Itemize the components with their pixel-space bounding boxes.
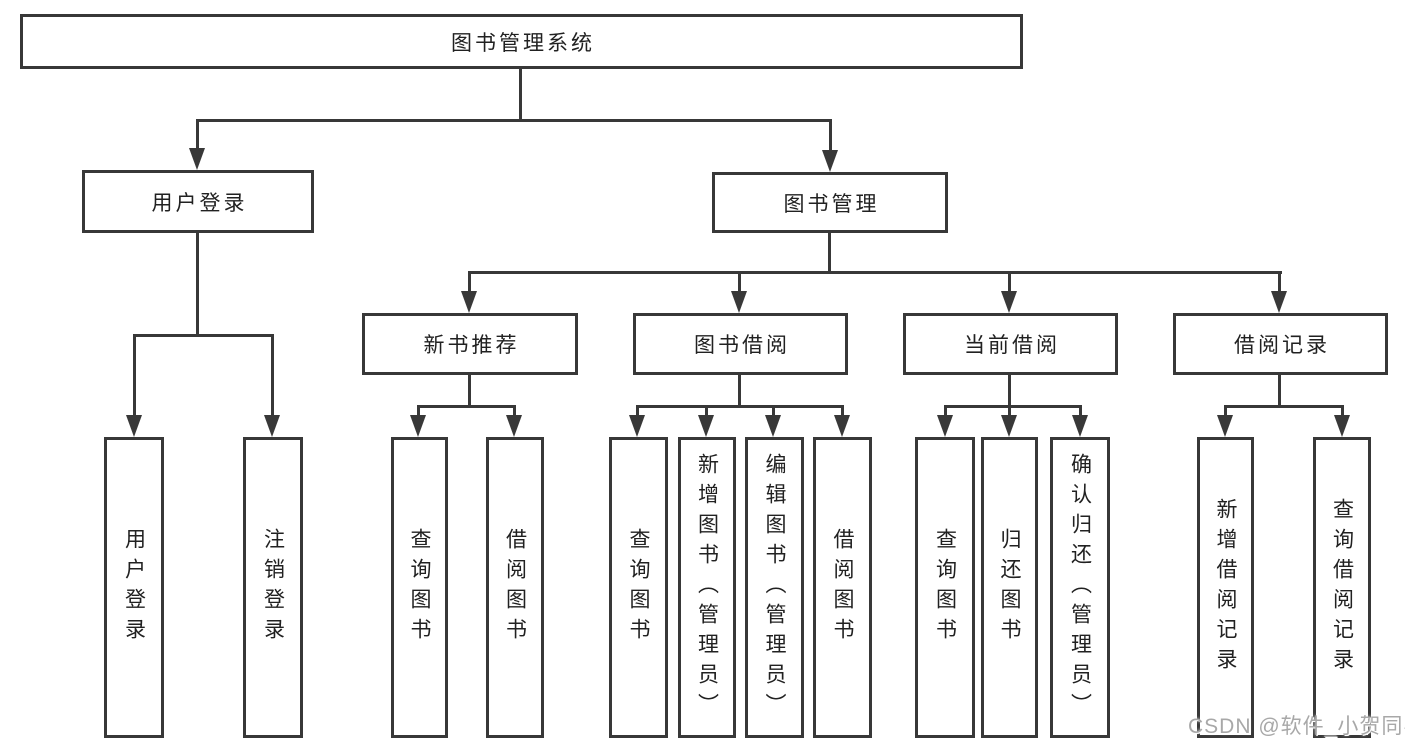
leaf-add-borrow-record: 新增借阅记录 xyxy=(1197,437,1254,738)
arrow-down-icon xyxy=(1271,291,1287,313)
connector-hline xyxy=(1224,405,1344,408)
connector-hline xyxy=(944,405,1082,408)
connector-vline xyxy=(1079,405,1082,417)
leaf-label: 新增图书（管理员） xyxy=(695,452,719,723)
connector-vline xyxy=(1224,405,1227,417)
leaf-label: 查询图书 xyxy=(627,527,650,648)
connector-vline xyxy=(196,233,199,337)
leaf-confirm-return-admin: 确认归还（管理员） xyxy=(1050,437,1110,738)
leaf-query-books: 查询图书 xyxy=(915,437,975,738)
leaf-label: 查询图书 xyxy=(408,527,431,648)
leaf-borrow-books: 借阅图书 xyxy=(813,437,872,738)
node-borrow-records: 借阅记录 xyxy=(1173,313,1388,375)
connector-hline xyxy=(196,119,832,122)
connector-vline xyxy=(519,69,522,121)
arrow-down-icon xyxy=(629,415,645,437)
leaf-label: 查询借阅记录 xyxy=(1330,497,1354,678)
connector-vline xyxy=(738,271,741,293)
connector-hline xyxy=(417,405,516,408)
leaf-label: 确认归还（管理员） xyxy=(1068,452,1092,723)
node-label: 当前借阅 xyxy=(964,334,1060,357)
leaf-edit-book-admin: 编辑图书（管理员） xyxy=(745,437,804,738)
connector-vline xyxy=(636,405,639,417)
node-label: 图书管理系统 xyxy=(451,31,595,55)
leaf-label: 用户登录 xyxy=(122,527,146,648)
arrow-down-icon xyxy=(1001,291,1017,313)
arrow-down-icon xyxy=(410,415,426,437)
leaf-label: 新增借阅记录 xyxy=(1214,497,1237,678)
connector-vline xyxy=(828,233,831,273)
connector-hline xyxy=(133,334,274,337)
arrow-down-icon xyxy=(126,415,142,437)
arrow-down-icon xyxy=(765,415,781,437)
arrow-down-icon xyxy=(461,291,477,313)
node-book-borrowing: 图书借阅 xyxy=(633,313,848,375)
connector-vline xyxy=(468,375,471,408)
leaf-query-books: 查询图书 xyxy=(609,437,668,738)
arrow-down-icon xyxy=(506,415,522,437)
node-new-book-recommend: 新书推荐 xyxy=(362,313,578,375)
connector-vline xyxy=(944,405,947,417)
node-book-management: 图书管理 xyxy=(712,172,948,233)
arrow-down-icon xyxy=(1001,415,1017,437)
arrow-down-icon xyxy=(731,291,747,313)
csdn-watermark: CSDN @软件_小贺同学 xyxy=(1188,715,1405,738)
connector-vline xyxy=(417,405,420,417)
arrow-down-icon xyxy=(189,148,205,170)
connector-vline xyxy=(1278,271,1281,293)
node-library-management-system: 图书管理系统 xyxy=(20,14,1023,69)
leaf-user-login: 用户登录 xyxy=(104,437,164,738)
connector-hline xyxy=(636,405,844,408)
node-label: 图书借阅 xyxy=(694,334,790,357)
leaf-label: 查询图书 xyxy=(933,527,957,648)
node-current-borrowing: 当前借阅 xyxy=(903,313,1118,375)
arrow-down-icon xyxy=(698,415,714,437)
leaf-label: 编辑图书（管理员） xyxy=(763,452,786,723)
leaf-query-borrow-record: 查询借阅记录 xyxy=(1313,437,1371,738)
node-user-login: 用户登录 xyxy=(82,170,314,233)
connector-vline xyxy=(133,334,136,415)
leaf-borrow-books: 借阅图书 xyxy=(486,437,544,738)
connector-vline xyxy=(468,271,471,293)
arrow-down-icon xyxy=(1072,415,1088,437)
connector-vline xyxy=(1008,271,1011,293)
node-label: 借阅记录 xyxy=(1234,334,1330,357)
connector-vline xyxy=(513,405,516,417)
leaf-return-books: 归还图书 xyxy=(981,437,1038,738)
leaf-label: 借阅图书 xyxy=(831,527,854,648)
connector-vline xyxy=(1278,375,1281,408)
arrow-down-icon xyxy=(264,415,280,437)
arrow-down-icon xyxy=(834,415,850,437)
connector-vline xyxy=(705,405,708,417)
leaf-add-book-admin: 新增图书（管理员） xyxy=(678,437,736,738)
connector-vline xyxy=(829,119,832,152)
connector-vline xyxy=(271,334,274,415)
connector-vline xyxy=(1008,375,1011,408)
connector-vline xyxy=(841,405,844,417)
connector-vline xyxy=(1341,405,1344,417)
leaf-label: 归还图书 xyxy=(998,527,1021,648)
leaf-label: 注销登录 xyxy=(261,527,285,648)
connector-vline xyxy=(196,119,199,150)
arrow-down-icon xyxy=(822,150,838,172)
connector-vline xyxy=(1008,405,1011,417)
node-label: 图书管理 xyxy=(783,192,880,216)
node-label: 新书推荐 xyxy=(423,334,520,357)
leaf-label: 借阅图书 xyxy=(503,527,527,648)
connector-hline xyxy=(468,271,1282,274)
arrow-down-icon xyxy=(937,415,953,437)
leaf-logout: 注销登录 xyxy=(243,437,303,738)
connector-vline xyxy=(772,405,775,417)
arrow-down-icon xyxy=(1334,415,1350,437)
connector-vline xyxy=(738,375,741,408)
node-label: 用户登录 xyxy=(151,191,248,215)
leaf-query-books: 查询图书 xyxy=(391,437,448,738)
arrow-down-icon xyxy=(1217,415,1233,437)
